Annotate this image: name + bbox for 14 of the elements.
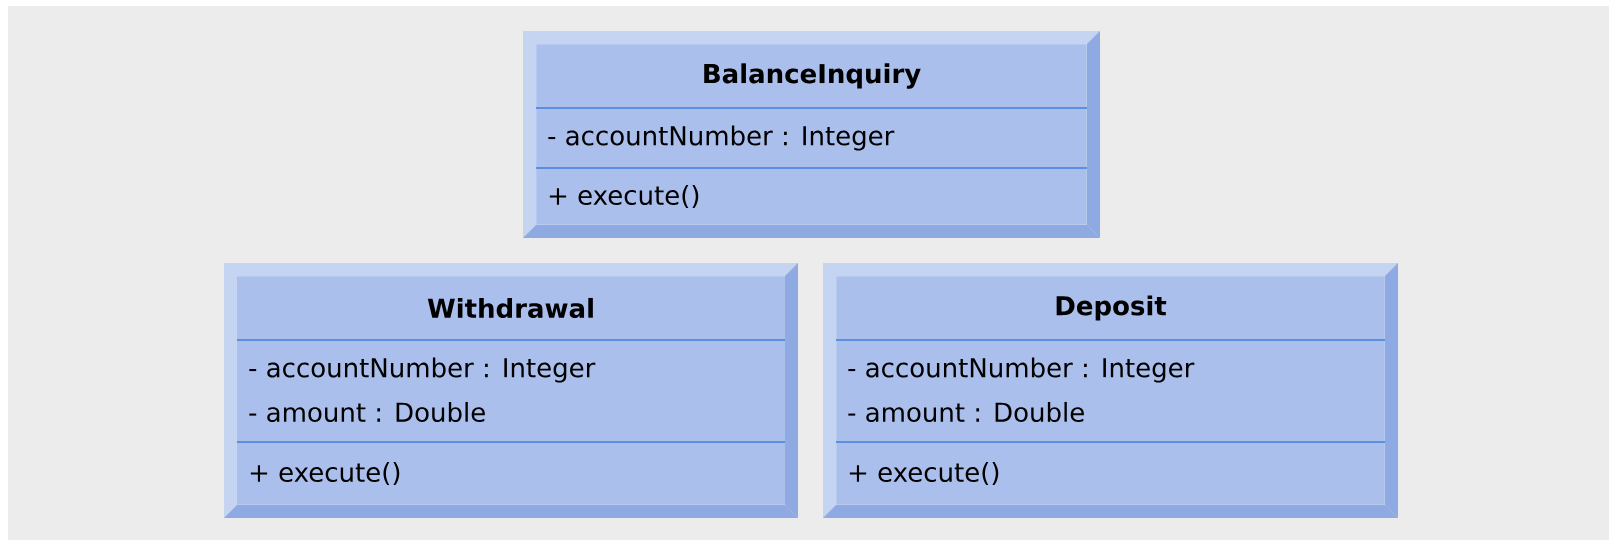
class-name: BalanceInquiry — [704, 63, 921, 89]
attribute-text: - accountNumber : Integer — [548, 125, 895, 151]
attribute-text: - amount : Double — [848, 401, 1084, 423]
class-box — [224, 263, 798, 518]
operation-text: + execute() — [849, 461, 999, 486]
operation-text: + execute() — [250, 461, 400, 486]
class-box — [823, 263, 1399, 518]
class-name: Deposit — [1056, 295, 1167, 321]
class-name: Withdrawal — [427, 297, 593, 319]
attribute-text: - amount : Double — [249, 401, 485, 423]
operation-text: + execute() — [549, 184, 699, 209]
class-box — [523, 31, 1100, 238]
attribute-text: - accountNumber : Integer — [249, 357, 596, 383]
attribute-text: - accountNumber : Integer — [848, 357, 1195, 383]
